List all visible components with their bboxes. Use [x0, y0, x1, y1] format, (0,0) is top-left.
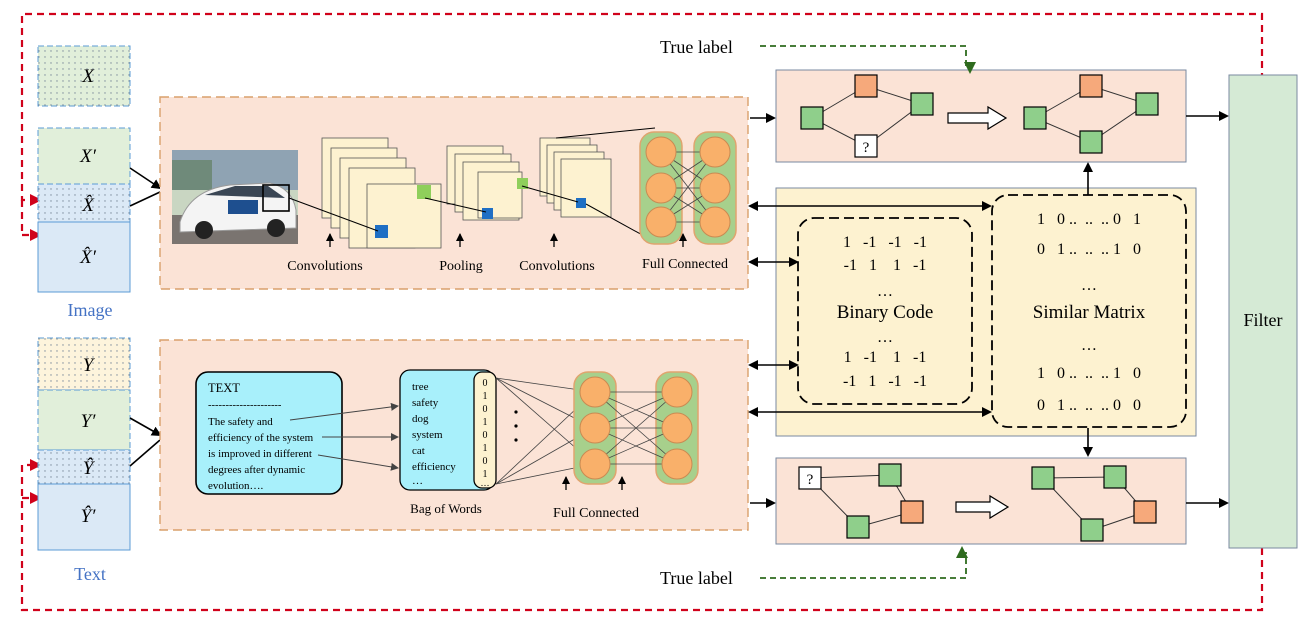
- text-input-y-hat-prime: Ŷ′: [81, 505, 97, 527]
- image-fc-label: Full Connected: [642, 257, 728, 272]
- image-input-stack: X X′ X̂ X̂′: [37, 45, 131, 293]
- conv2-feature-maps: [517, 137, 612, 218]
- similar-matrix-row-3: 1 0 .. .. .. 1 0: [1037, 365, 1141, 382]
- bow-word-4: system: [412, 429, 443, 441]
- text-box-line-3: is improved in different: [208, 448, 312, 460]
- binary-code-row-3: 1 -1 1 -1: [844, 349, 927, 366]
- text-branch: TEXT --------------------- The safety an…: [159, 339, 749, 531]
- binary-code-title: Binary Code: [837, 302, 934, 323]
- binary-code-ellipsis-2: …: [877, 329, 893, 346]
- similar-matrix-box: [991, 194, 1187, 428]
- text-fc-layer: [573, 371, 699, 485]
- similar-matrix-row-4: 0 1 .. .. .. 0 0: [1037, 397, 1141, 414]
- image-branch: Convolutions Pooling Convolutions Full C…: [159, 96, 749, 290]
- feedback-loop: [20, 12, 1264, 612]
- filter-box: [1228, 74, 1298, 549]
- top-graph-box: ?: [775, 69, 1187, 163]
- binary-code-row-1: 1 -1 -1 -1: [843, 234, 927, 251]
- similar-matrix-title: Similar Matrix: [1033, 302, 1146, 323]
- bow-vector-column: [473, 371, 497, 489]
- filter-label: Filter: [1244, 310, 1283, 330]
- similar-matrix-ellipsis-1: …: [1081, 277, 1097, 294]
- binary-code-row-2: -1 1 1 -1: [844, 257, 927, 274]
- text-input-y-prime: Y′: [81, 411, 97, 432]
- similar-matrix-row-2: 0 1 .. .. .. 1 0: [1037, 241, 1141, 258]
- bow-bit-7: 0: [483, 456, 488, 467]
- image-input-x-hat: X̂: [81, 195, 95, 216]
- image-input-x-prime: X′: [79, 146, 97, 167]
- image-label: Image: [68, 300, 113, 320]
- binary-code-ellipsis-1: …: [877, 283, 893, 300]
- bow-bit-1: 0: [483, 378, 488, 389]
- image-fc-layer: [639, 131, 737, 245]
- bow-word-6: efficiency: [412, 461, 456, 473]
- text-fc-label: Full Connected: [553, 506, 639, 521]
- true-label-top: True label: [660, 37, 733, 57]
- pooling-label: Pooling: [439, 259, 483, 274]
- bow-bit-8: 1: [483, 469, 488, 480]
- text-document-box: [195, 371, 343, 495]
- text-box-rule: ---------------------: [208, 400, 282, 411]
- text-box-title: TEXT: [208, 381, 240, 395]
- bow-bit-9: …: [481, 478, 490, 488]
- text-box-line-5: evolution….: [208, 480, 264, 492]
- image-input-x: X: [81, 66, 95, 87]
- bow-word-2: safety: [412, 397, 439, 409]
- hashing-center: 1 -1 -1 -1 -1 1 1 -1 … Binary Code … 1 -…: [775, 187, 1197, 437]
- bottom-graph-box: ?: [775, 457, 1187, 545]
- bow-word-7: …: [412, 475, 423, 487]
- bow-label: Bag of Words: [410, 501, 482, 516]
- bottom-hollow-arrow-icon: [955, 494, 1010, 520]
- bow-bit-5: 0: [483, 430, 488, 441]
- conv2-label: Convolutions: [519, 259, 594, 274]
- text-box-line-1: The safety and: [208, 416, 273, 428]
- text-input-stack: Y Y′ Ŷ Ŷ′: [37, 337, 131, 551]
- bow-word-1: tree: [412, 381, 429, 393]
- bow-word-5: cat: [412, 445, 425, 457]
- conv1-label: Convolutions: [287, 259, 362, 274]
- bow-bit-6: 1: [483, 443, 488, 454]
- similar-matrix-ellipsis-2: …: [1081, 337, 1097, 354]
- text-input-y-hat: Ŷ: [83, 457, 96, 479]
- binary-code-row-4: -1 1 -1 -1: [843, 373, 927, 390]
- top-graph-unknown-mark: ?: [863, 140, 870, 156]
- text-label: Text: [74, 564, 106, 584]
- conv1-feature-maps: [321, 137, 442, 249]
- true-label-bottom: True label: [660, 568, 733, 588]
- text-box-line-4: degrees after dynamic: [208, 464, 305, 476]
- similar-matrix-row-1: 1 0 .. .. .. 0 1: [1037, 211, 1141, 228]
- bottom-graph-unknown-mark: ?: [807, 472, 814, 488]
- text-box-line-2: efficiency of the system: [208, 432, 314, 444]
- top-hollow-arrow-icon: [947, 105, 1008, 131]
- car-image: [172, 150, 298, 244]
- image-input-x-hat-prime: X̂′: [79, 247, 97, 268]
- bow-word-3: dog: [412, 413, 429, 425]
- bow-bit-4: 1: [483, 417, 488, 428]
- pooling-feature-maps: [417, 145, 523, 221]
- bow-bit-3: 0: [483, 404, 488, 415]
- binary-code-box: [797, 217, 973, 405]
- text-input-y: Y: [83, 355, 96, 376]
- bow-bit-2: 1: [483, 391, 488, 402]
